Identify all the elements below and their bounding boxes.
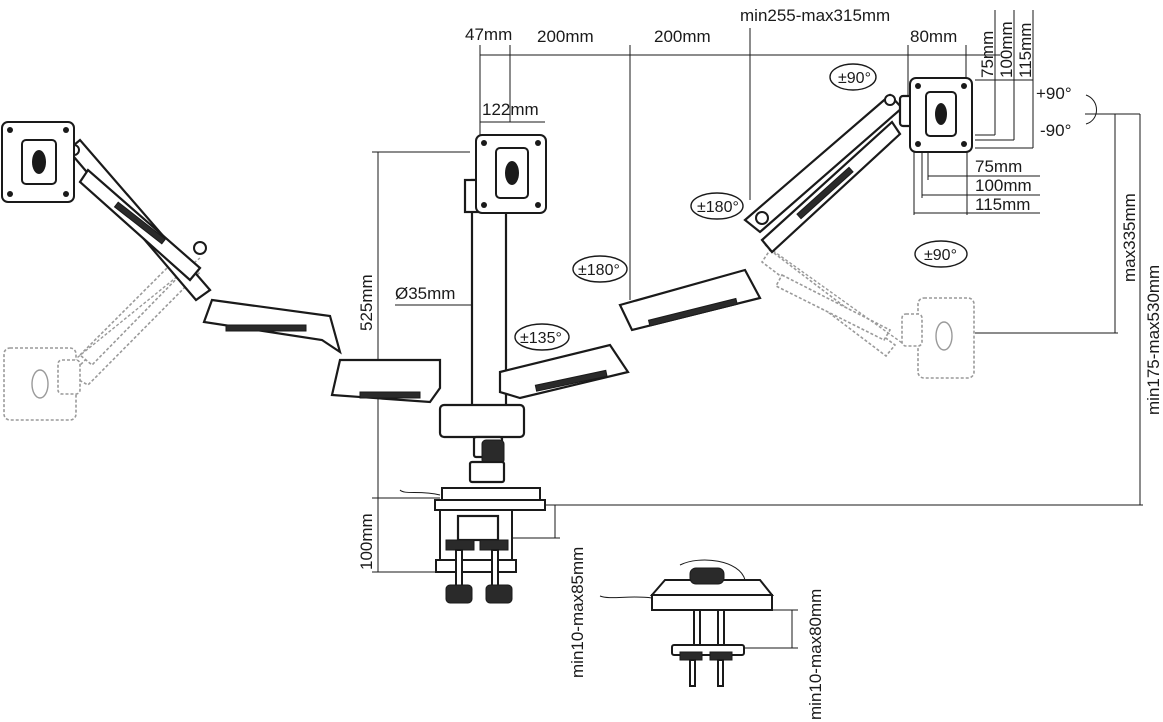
ghost-left-arm — [3, 253, 202, 421]
label-pole-height: 525mm — [357, 274, 376, 331]
rotation-badges — [514, 63, 1097, 351]
label-clamp-height: 100mm — [357, 513, 376, 570]
label-122mm: 122mm — [482, 100, 539, 119]
left-arm-assembly — [1, 121, 442, 404]
label-swivel-top: ±90° — [838, 70, 871, 87]
label-h100mm: 100mm — [975, 176, 1032, 195]
label-tilt-down: -90° — [1040, 121, 1071, 140]
label-tilt-up: +90° — [1036, 84, 1072, 103]
label-v75mm: 75mm — [978, 31, 997, 78]
desk-clamp — [399, 487, 546, 604]
label-v100mm: 100mm — [997, 21, 1016, 78]
label-clamp-range: min10-max85mm — [568, 547, 587, 678]
label-h75mm: 75mm — [975, 157, 1022, 176]
ghost-right-arm — [760, 244, 975, 379]
label-v115mm: 115mm — [1016, 23, 1035, 78]
label-arm-mid: ±180° — [578, 262, 620, 279]
label-pole-diameter: Ø35mm — [395, 284, 455, 303]
label-47mm: 47mm — [465, 25, 512, 44]
pole — [438, 178, 526, 484]
label-h115mm: 115mm — [975, 195, 1030, 214]
center-vesa-plate — [475, 134, 547, 214]
label-arm-left: ±135° — [520, 330, 562, 347]
label-200mm-right: 200mm — [654, 27, 711, 46]
label-80mm: 80mm — [910, 27, 957, 46]
label-arm-right: ±180° — [697, 199, 739, 216]
label-grommet-range: min10-max80mm — [806, 589, 825, 720]
label-200mm-left: 200mm — [537, 27, 594, 46]
dimension-lines — [372, 10, 1143, 649]
label-reach: min255-max315mm — [740, 6, 890, 25]
rotation-labels: ±90° ±180° ±180° ±135° ±90° — [520, 70, 957, 347]
label-swivel-right: ±90° — [924, 247, 957, 264]
dimension-labels: 47mm 200mm 200mm min255-max315mm 80mm 12… — [357, 6, 1163, 720]
label-max335mm: max335mm — [1120, 193, 1139, 282]
right-arm-assembly — [498, 77, 973, 400]
label-height-range: min175-max530mm — [1144, 265, 1163, 415]
grommet-mount — [599, 559, 775, 687]
